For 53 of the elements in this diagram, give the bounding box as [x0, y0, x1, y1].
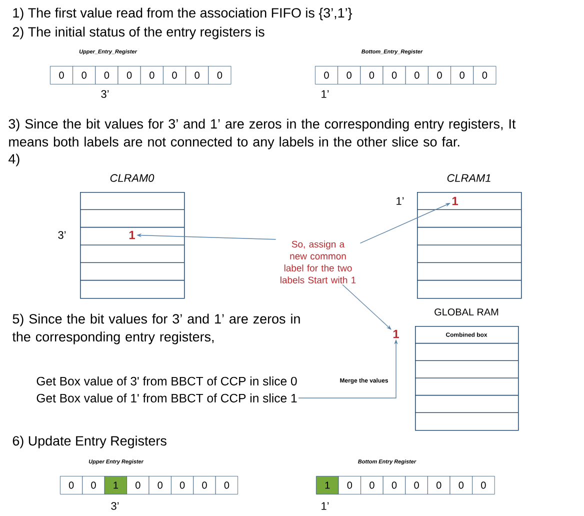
row-label: 3’ [58, 231, 66, 239]
cell-value: 1 [452, 196, 458, 206]
register-cell: 0 [163, 66, 186, 84]
register-cell: 0 [126, 476, 150, 494]
register-cell: 0 [450, 476, 472, 494]
register-cell: 0 [405, 66, 428, 84]
register-cell: 0 [450, 66, 474, 84]
register-cell: 0 [315, 66, 338, 84]
row-label: 1’ [322, 502, 329, 510]
row-label: 3’ [101, 90, 109, 98]
register-cell: 0 [338, 66, 361, 84]
row-label: 3’ [111, 502, 119, 510]
register-cell: 0 [473, 66, 496, 84]
table-title: CLRAM1 [447, 174, 490, 182]
step-text: 4) [8, 154, 20, 166]
step-text: 2) The initial status of the entry registers is [12, 26, 264, 40]
register-cell: 0 [360, 476, 384, 494]
register-cell: 0 [405, 476, 428, 494]
register-cell: 0 [50, 66, 73, 84]
register-cell: 0 [382, 66, 406, 84]
step-text: Get Box value of 1' from BBCT of CCP in slice 1 [36, 394, 297, 402]
register-cell: 0 [171, 476, 194, 494]
register-cell: 0 [118, 66, 141, 84]
step-text: 3) Since the bit values for 3’ and 1’ are zeros in the corresponding entry registers, It means both labels are not connected to any labels in the other slice so far. [8, 118, 516, 150]
row-label: 1’ [322, 90, 329, 98]
cell-value: 1 [129, 230, 135, 240]
register-cell: 0 [472, 476, 495, 494]
register-cell: 0 [95, 66, 118, 84]
register-cell: 0 [215, 476, 238, 494]
register-cell: 1 [316, 476, 339, 494]
register-cell: 0 [208, 66, 232, 84]
step-text: 1) The first value read from the association FIFO is {3’,1’} [13, 8, 352, 20]
register-cell: 0 [428, 476, 450, 494]
register-cell: 0 [360, 66, 384, 84]
register-cell: 0 [193, 476, 216, 494]
table-title: GLOBAL RAM [434, 308, 498, 316]
step-text: 5) Since the bit values for 3’ and 1’ are zeros in the corresponding entry registers, [12, 314, 300, 344]
register-cell: 0 [338, 476, 361, 494]
register-cell: 0 [140, 66, 164, 84]
note-text: So, assign a new common label for the two labels Start with 1 [280, 240, 356, 284]
register-cell: 0 [82, 476, 105, 494]
register-cell: 0 [60, 476, 83, 494]
register-cell: 0 [148, 476, 172, 494]
table-title: CLRAM0 [110, 174, 154, 182]
register-cell: 0 [428, 66, 451, 84]
step-text: 6) Update Entry Registers [12, 436, 166, 448]
register-cell: 0 [186, 66, 209, 84]
cell-value: 1 [393, 330, 399, 338]
register-cell: 0 [72, 66, 96, 84]
register-cell: 0 [382, 476, 406, 494]
step-text: Get Box value of 3' from BBCT of CCP in slice 0 [36, 376, 297, 386]
row-label: 1’ [396, 197, 404, 205]
register-cell: 1 [104, 476, 127, 494]
